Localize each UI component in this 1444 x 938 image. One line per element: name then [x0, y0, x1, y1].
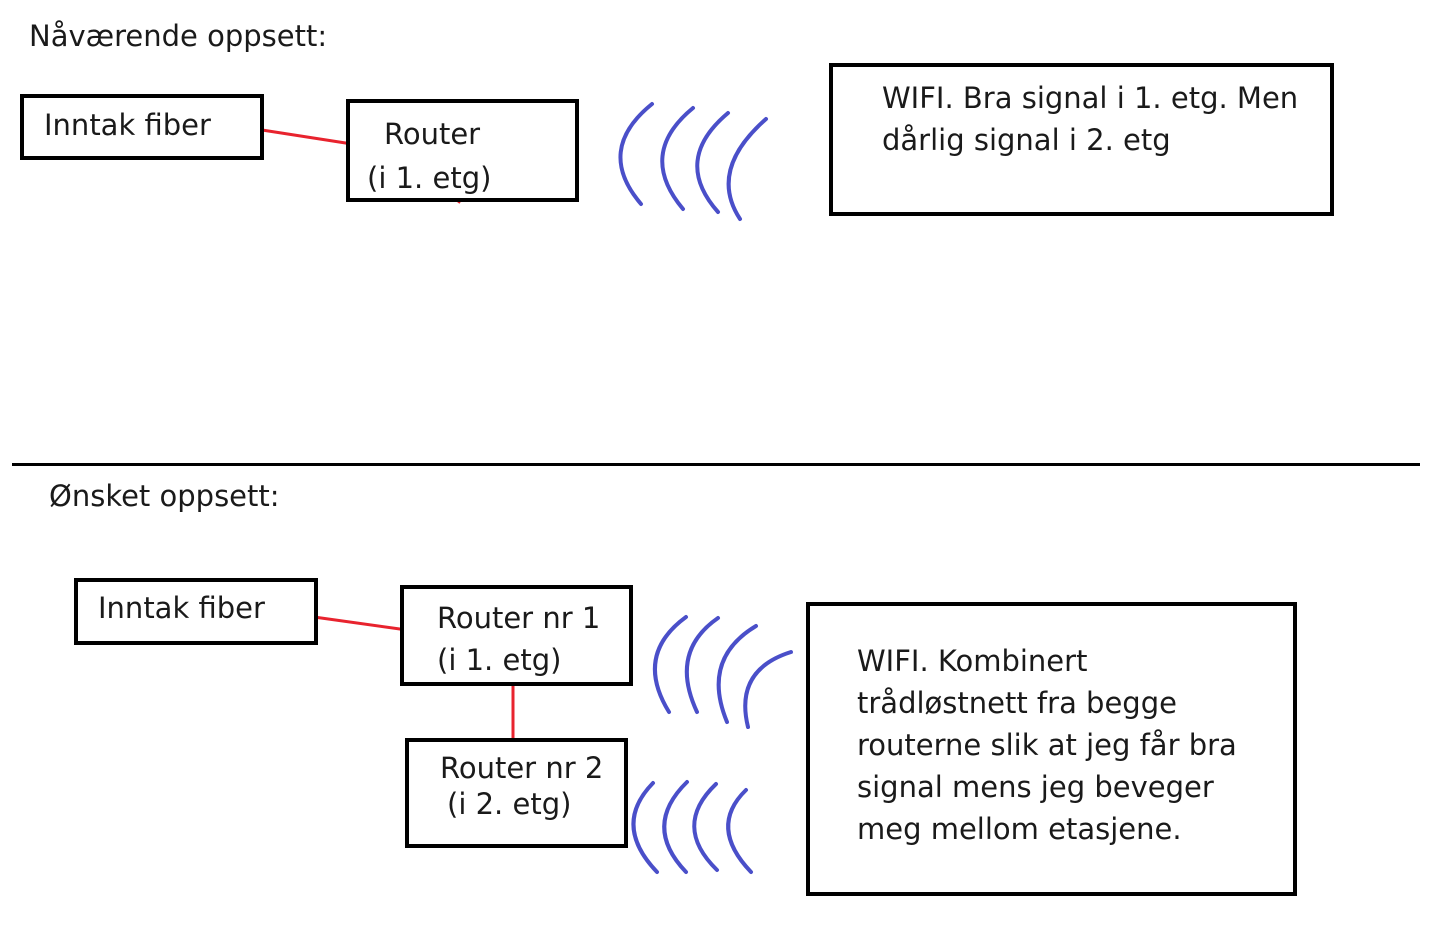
router2-title: Router nr 2 — [440, 751, 604, 785]
desired-wifi-line-2: trådløstnett fra begge — [857, 686, 1177, 720]
router2-floor: (i 2. etg) — [447, 787, 572, 821]
fiber-router-cable — [261, 128, 353, 146]
router1-wifi-waves-icon — [653, 615, 793, 729]
router1-floor: (i 1. etg) — [437, 643, 562, 677]
current-router-floor: (i 1. etg) — [367, 161, 492, 195]
current-router-box: Router (i 1. etg) — [346, 99, 579, 202]
desired-fiber-box: Inntak fiber — [74, 578, 318, 645]
current-fiber-box: Inntak fiber — [20, 94, 264, 160]
desired-fiber-label: Inntak fiber — [98, 591, 265, 625]
router2-box: Router nr 2 (i 2. etg) — [405, 738, 628, 848]
current-wifi-text: WIFI. Bra signal i 1. etg. Men dårlig si… — [882, 81, 1299, 157]
desired-setup-heading: Ønsket oppsett: — [49, 479, 280, 513]
current-fiber-label: Inntak fiber — [44, 108, 211, 142]
router1-box: Router nr 1 (i 1. etg) — [400, 585, 633, 686]
desired-wifi-line-1: WIFI. Kombinert — [857, 644, 1088, 678]
desired-wifi-box: WIFI. Kombinert trådløstnett fra begge r… — [806, 602, 1297, 896]
router2-wifi-waves-icon — [631, 780, 753, 874]
current-router-title: Router — [384, 117, 481, 151]
current-wifi-box: WIFI. Bra signal i 1. etg. Men dårlig si… — [829, 63, 1334, 216]
desired-wifi-line-3: routerne slik at jeg får bra — [857, 728, 1237, 762]
desired-wifi-line-4: signal mens jeg beveger — [857, 770, 1214, 804]
desired-wifi-line-5: meg mellom etasjene. — [857, 812, 1182, 846]
fiber-router1-cable — [313, 615, 408, 632]
current-setup-heading: Nåværende oppsett: — [29, 19, 328, 53]
router1-title: Router nr 1 — [437, 601, 601, 635]
section-divider — [12, 463, 1420, 466]
wifi-waves-icon — [618, 102, 768, 221]
